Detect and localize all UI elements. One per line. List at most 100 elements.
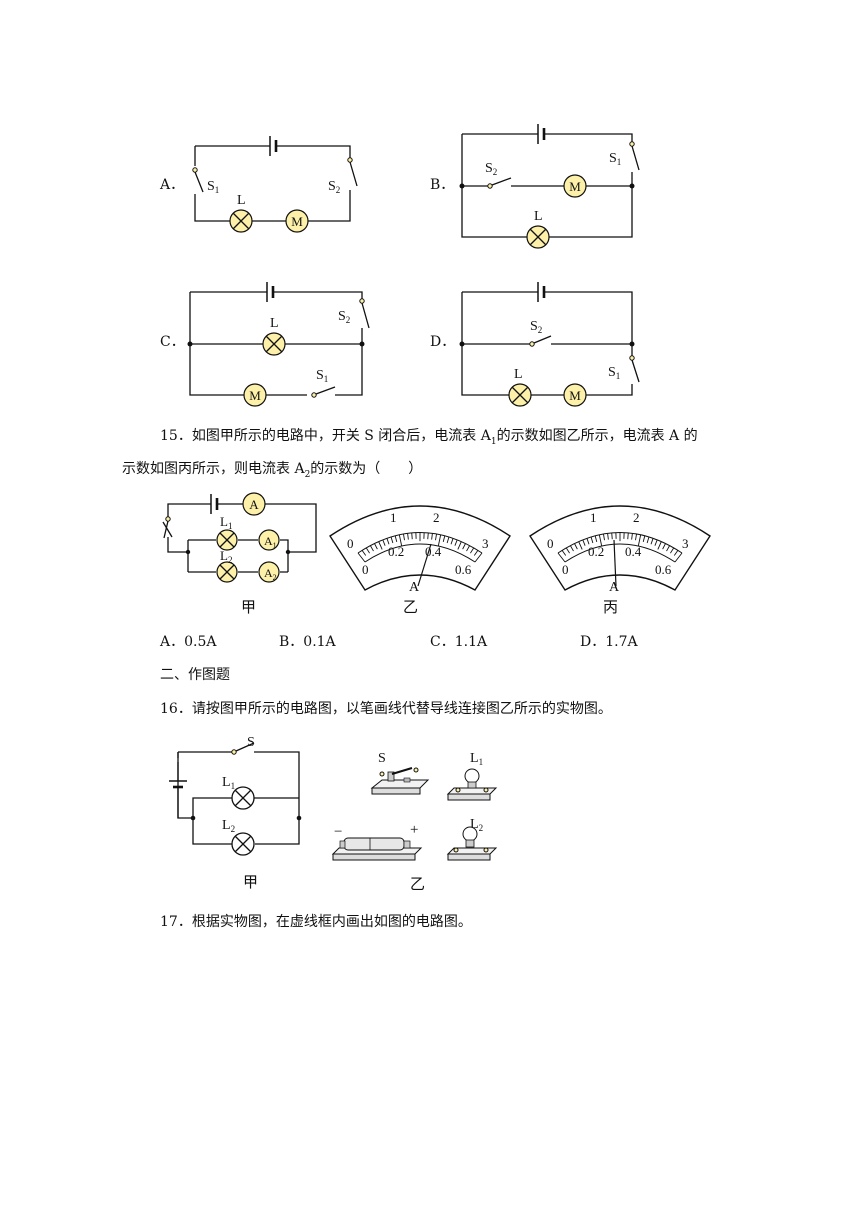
dial-tick: [657, 541, 662, 550]
svg-text:A: A: [409, 580, 420, 595]
dial-tick: [446, 536, 450, 544]
svg-text:S2: S2: [530, 319, 542, 335]
svg-text:0.2: 0.2: [388, 544, 404, 559]
dial-tick: [603, 533, 605, 541]
q16-figure-yi-caption: 乙: [410, 875, 426, 893]
svg-text:S2: S2: [338, 309, 350, 325]
choice-c[interactable]: C．1.1A: [430, 634, 488, 650]
svg-text:S1: S1: [609, 151, 621, 167]
dial-tick: [674, 552, 683, 563]
svg-text:L: L: [237, 193, 246, 208]
dial-tick: [442, 535, 446, 542]
svg-text:+: +: [410, 822, 418, 838]
switch-s1-pivot: [192, 167, 198, 173]
section-title: 二、作图题: [160, 667, 230, 683]
svg-text:S1: S1: [207, 179, 219, 195]
dial-tick: [586, 538, 590, 545]
circuit-option-c: S2 L M S1: [187, 282, 370, 407]
svg-text:M: M: [291, 214, 303, 229]
choice-a[interactable]: A．0.5A: [160, 634, 217, 650]
svg-text:S: S: [378, 751, 386, 766]
svg-text:3: 3: [482, 536, 489, 551]
choice-b[interactable]: B．0.1A: [279, 634, 336, 650]
figure-jia-caption: 甲: [241, 598, 257, 616]
svg-text:A: A: [609, 580, 620, 595]
dial-tick: [670, 547, 675, 554]
svg-text:0: 0: [547, 536, 554, 551]
dial-tick: [407, 533, 409, 540]
dial-tick: [378, 541, 383, 550]
svg-text:S: S: [247, 735, 255, 750]
dial-tick: [470, 547, 475, 554]
circuit-figure-jia-q16: S L1 L2: [169, 735, 302, 856]
svg-text:0: 0: [562, 562, 569, 577]
dial-tick: [357, 552, 366, 563]
svg-text:0.2: 0.2: [588, 544, 604, 559]
svg-text:A: A: [249, 497, 259, 512]
svg-text:2: 2: [433, 510, 440, 525]
dial-tick: [627, 532, 629, 540]
svg-text:0.6: 0.6: [455, 562, 472, 577]
dial-tick: [361, 550, 367, 556]
dial-tick: [450, 538, 454, 545]
svg-text:L2: L2: [220, 548, 232, 565]
dial-tick: [565, 547, 570, 554]
physical-setup-figure-yi: S L1 − + L2: [331, 751, 498, 861]
circuit-option-d: S2 S1 L M: [459, 282, 640, 407]
svg-text:1: 1: [590, 510, 597, 525]
dial-tick: [574, 543, 578, 550]
svg-text:−: −: [334, 824, 342, 840]
dial-tick: [431, 533, 433, 540]
dial-tick: [594, 535, 598, 542]
svg-text:L1: L1: [220, 514, 232, 531]
dial-tick: [646, 536, 650, 544]
dial-tick: [474, 552, 483, 563]
dial-tick: [642, 535, 646, 542]
dial-tick: [398, 534, 403, 547]
svg-text:S1: S1: [608, 365, 620, 381]
figure-bing-caption: 丙: [603, 598, 619, 616]
dial-tick: [403, 533, 405, 541]
choice-d[interactable]: D．1.7A: [580, 634, 638, 650]
dial-tick: [635, 533, 637, 541]
svg-text:S1: S1: [316, 368, 328, 384]
dial-tick: [561, 550, 567, 556]
dial-tick: [454, 539, 458, 546]
dial-tick: [437, 534, 442, 547]
dial-tick: [386, 538, 390, 545]
dial-tick: [637, 534, 642, 547]
dial-tick: [435, 533, 437, 541]
svg-text:0: 0: [347, 536, 354, 551]
svg-text:0.6: 0.6: [655, 562, 672, 577]
circuit-figure-jia-q15: A L1 A1 L2 A2: [162, 492, 317, 583]
dial-tick: [394, 535, 398, 542]
svg-text:M: M: [249, 388, 261, 403]
option-b-label: B．: [430, 177, 455, 193]
dial-tick: [473, 550, 479, 556]
svg-text:1: 1: [390, 510, 397, 525]
dial-tick: [650, 538, 654, 545]
svg-text:3: 3: [682, 536, 689, 551]
dial-tick: [457, 541, 462, 550]
ammeter-dial-yi: 0 1 2 3 0 0.2 0.4 0.6 A: [329, 505, 511, 595]
dial-tick: [582, 539, 586, 546]
question-15-text: 15．如图甲所示的电路中，开关 S 闭合后，电流表 A1的示数如图乙所示，电流表…: [160, 428, 698, 447]
svg-text:0: 0: [362, 562, 369, 577]
svg-text:S2: S2: [485, 161, 497, 177]
dial-tick: [578, 541, 583, 550]
ammeter-dial-bing: 0 1 2 3 0 0.2 0.4 0.6 A: [529, 505, 711, 595]
dial-tick: [382, 539, 386, 546]
dial-needle-yi: [417, 543, 432, 587]
svg-text:L2: L2: [222, 818, 235, 834]
motor-m: [285, 209, 309, 233]
svg-text:S2: S2: [328, 179, 340, 195]
dial-tick: [557, 552, 566, 563]
dial-tick: [631, 533, 633, 540]
dial-tick: [662, 543, 666, 550]
svg-text:L: L: [270, 316, 279, 331]
dial-tick: [390, 536, 394, 544]
svg-text:L: L: [514, 367, 523, 382]
svg-text:L1: L1: [222, 775, 235, 791]
svg-text:L: L: [534, 209, 543, 224]
dial-tick: [462, 543, 466, 550]
